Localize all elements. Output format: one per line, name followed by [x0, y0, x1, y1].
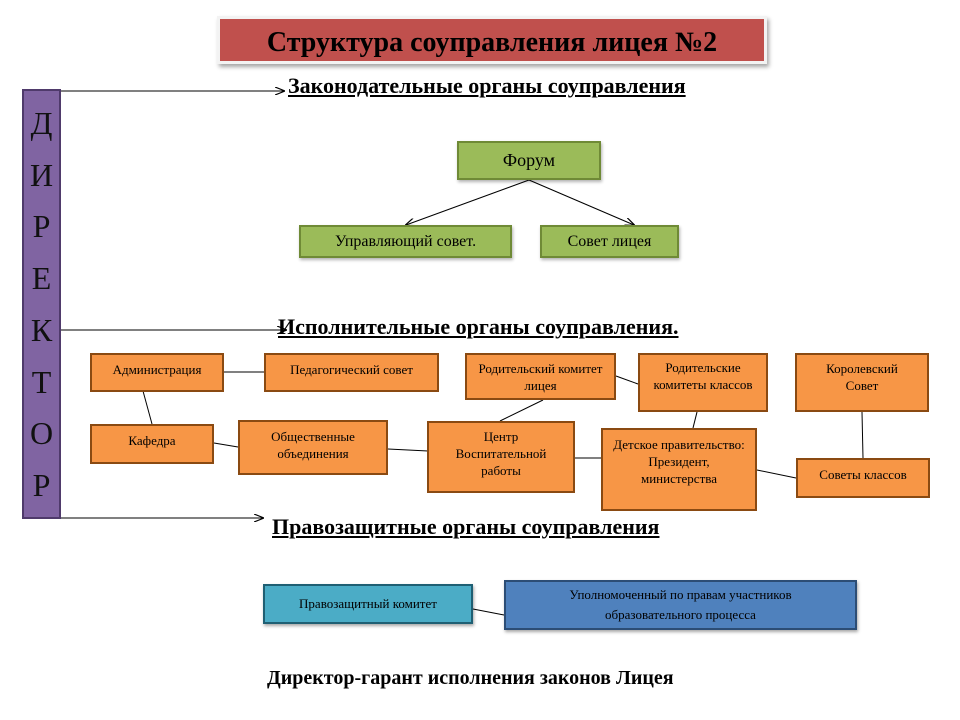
- arrow-forum-lyceum: [528, 179, 634, 225]
- director-letter: Д: [30, 104, 53, 141]
- class-parent-committees-box: Родительские комитеты классов: [638, 353, 768, 412]
- ombudsman-box: Уполномоченный по правам участников обра…: [504, 580, 857, 630]
- director-letter: Р: [32, 208, 51, 245]
- line-classparents-children: [692, 411, 698, 429]
- line-royal-classcouncils: [861, 411, 864, 459]
- lyceum-council-box: Совет лицея: [540, 225, 679, 258]
- director-bar: Д И Р Е К Т О Р: [22, 89, 61, 519]
- heading-legislative: Законодательные органы соуправления: [288, 73, 686, 98]
- forum-box: Форум: [457, 141, 601, 180]
- pedagogical-council-box: Педагогический совет: [264, 353, 439, 392]
- director-letter: И: [29, 156, 54, 193]
- line-department-associations: [213, 442, 239, 448]
- line-committee-ombudsman: [472, 608, 505, 616]
- children-government-box: Детское правительство: Президент, минист…: [601, 428, 757, 511]
- class-councils-box: Советы классов: [796, 458, 930, 498]
- director-letter: К: [30, 311, 53, 348]
- line-associations-center: [387, 448, 429, 452]
- parent-committee-box: Родительский комитет лицея: [465, 353, 616, 400]
- director-letter: Т: [31, 363, 52, 400]
- rights-committee-box: Правозащитный комитет: [263, 584, 473, 624]
- director-letter: Е: [31, 260, 52, 297]
- footer-note: Директор-гарант исполнения законов Лицея: [267, 667, 674, 689]
- line-children-classcouncils: [756, 469, 797, 479]
- governing-council-box: Управляющий совет.: [299, 225, 512, 258]
- heading-rights: Правозащитные органы соуправления: [272, 514, 660, 539]
- department-box: Кафедра: [90, 424, 214, 464]
- page-title: Структура соуправления лицея №2: [217, 16, 767, 64]
- director-letter: Р: [32, 467, 51, 504]
- director-letter: О: [29, 415, 54, 452]
- line-parentcommittee-center: [499, 399, 544, 422]
- education-center-box: Центр Воспитательной работы: [427, 421, 575, 493]
- administration-box: Администрация: [90, 353, 224, 392]
- arrow-forum-governing: [406, 179, 530, 225]
- public-associations-box: Общественные объединения: [238, 420, 388, 475]
- heading-executive: Исполнительные органы соуправления.: [278, 314, 679, 339]
- line-parentcommittee-classparents: [615, 375, 639, 385]
- royal-council-box: Королевский Совет: [795, 353, 929, 412]
- line-admin-department: [142, 390, 153, 425]
